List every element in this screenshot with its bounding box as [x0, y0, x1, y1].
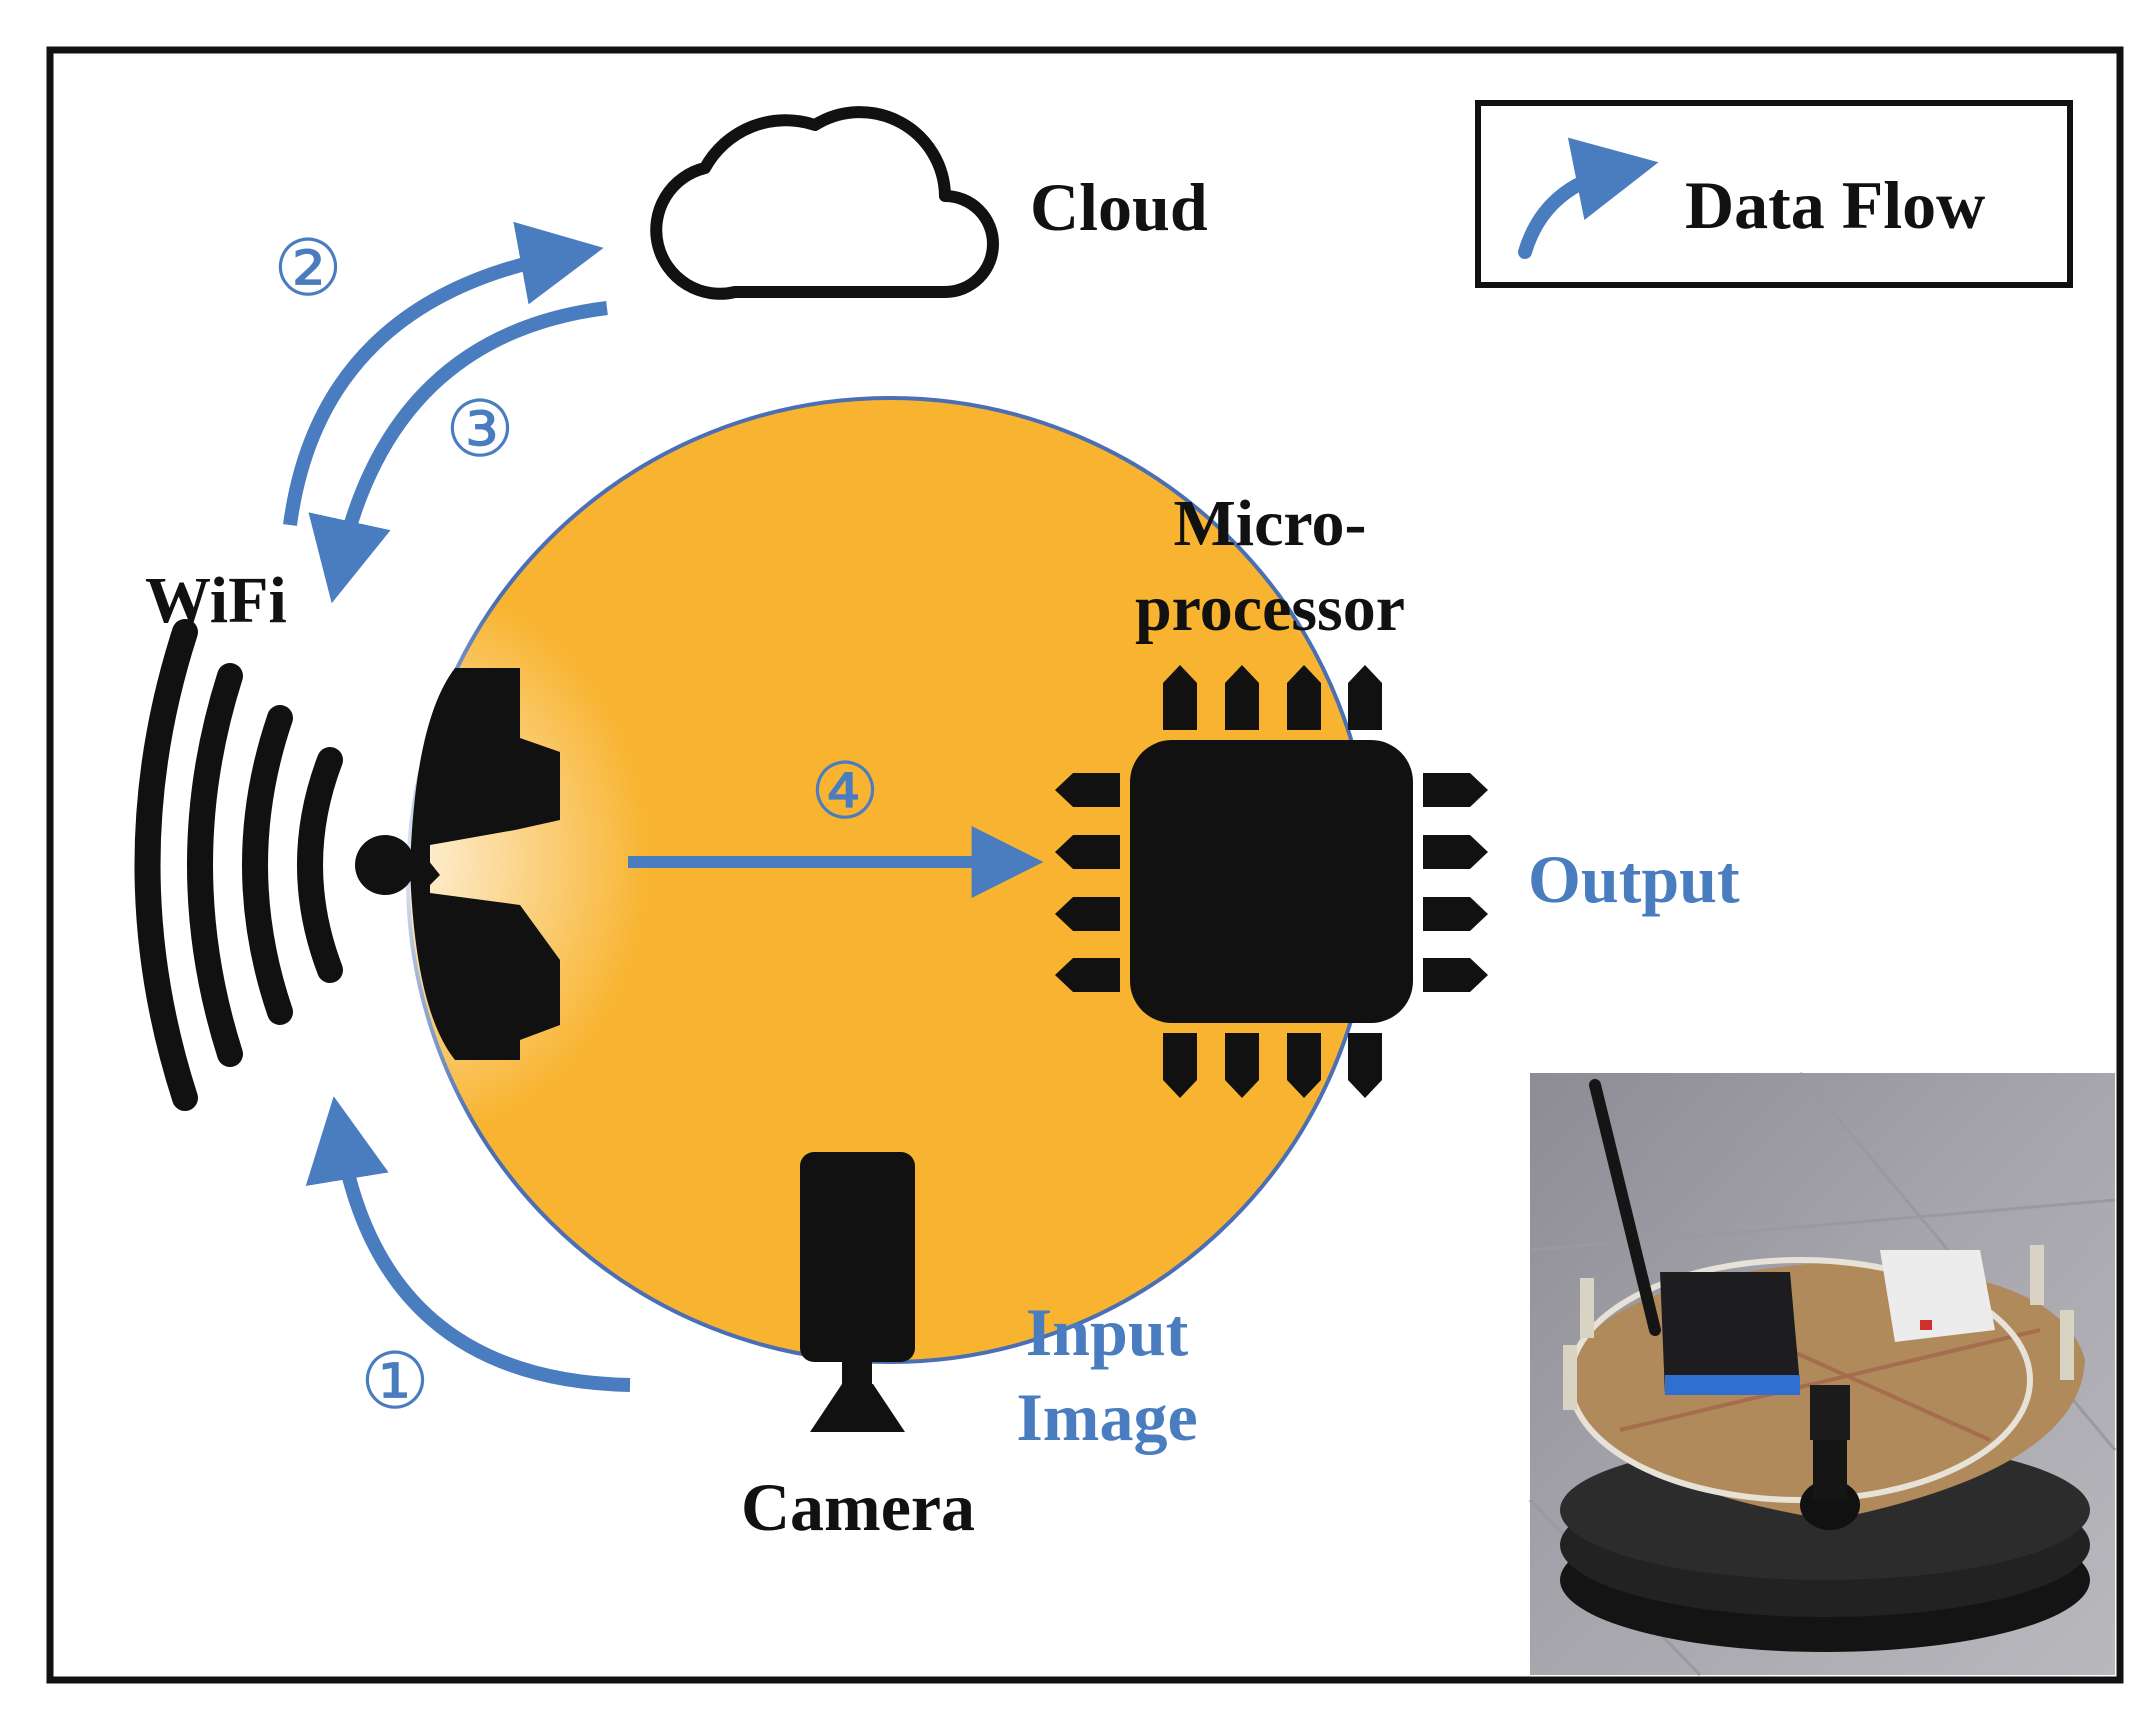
cloud-label: Cloud	[1030, 169, 1208, 245]
step4-label: ④	[810, 747, 880, 837]
input-image-label-line2: Image	[1016, 1379, 1197, 1455]
chip-icon	[1055, 665, 1488, 1098]
wifi-label: WiFi	[145, 564, 287, 637]
step3-arrow	[308, 301, 608, 604]
microprocessor-label-line2: processor	[1135, 572, 1405, 645]
step3-label: ③	[445, 385, 515, 475]
step1-arrow	[305, 1096, 631, 1392]
camera-node: Camera	[741, 1152, 975, 1545]
step2-arrow	[283, 221, 604, 526]
microprocessor-node: Micro- processor	[1055, 487, 1488, 1098]
curved-arrow-icon	[1518, 137, 1659, 259]
wifi-antenna-housing	[410, 668, 560, 1060]
output-label: Output	[1528, 841, 1740, 917]
step2-label: ②	[273, 224, 343, 314]
wifi-icon	[134, 619, 440, 1111]
legend: Data Flow	[1475, 100, 2073, 288]
cloud-icon	[650, 106, 999, 300]
robot-photo	[1528, 1072, 2117, 1677]
input-image-label-line1: Input	[1026, 1294, 1189, 1370]
microprocessor-label-line1: Micro-	[1173, 487, 1366, 560]
wifi-node: WiFi	[134, 564, 650, 1140]
camera-label: Camera	[741, 1469, 975, 1545]
cloud-node: Cloud	[650, 106, 1208, 300]
step1-label: ①	[360, 1337, 430, 1427]
legend-label: Data Flow	[1685, 167, 1985, 243]
camera-icon	[800, 1152, 915, 1432]
